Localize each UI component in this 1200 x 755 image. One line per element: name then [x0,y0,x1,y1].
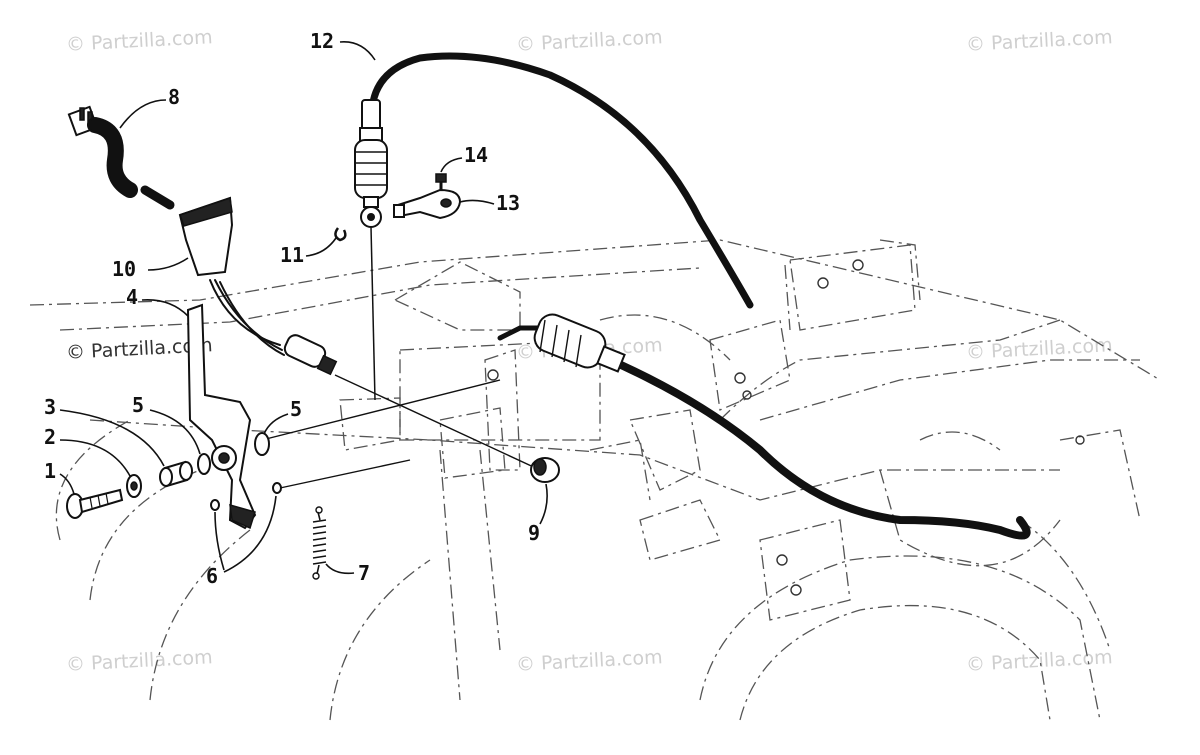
callout-7: 7 [358,561,370,585]
frame-holes [487,259,1085,596]
callout-14: 14 [464,143,488,167]
chassis-frame [29,239,1161,721]
part-1-bolt [66,488,124,519]
callout-12: 12 [310,29,334,53]
callout-6: 6 [206,564,218,588]
callout-9: 9 [528,521,540,545]
part-2-washer [126,474,142,498]
callout-2: 2 [44,425,56,449]
callout-4: 4 [126,285,138,309]
callout-8: 8 [168,85,180,109]
callout-10: 10 [112,257,136,281]
callout-13: 13 [496,191,520,215]
part-3-bushing [159,460,193,488]
callout-11: 11 [280,243,304,267]
pivot-axis-line [257,374,541,489]
part-brake-switch [209,279,338,376]
callout-5a: 5 [132,393,144,417]
callout-1: 1 [44,459,56,483]
part-10-boot [178,196,234,277]
callout-3: 3 [44,395,56,419]
part-12-brake-cable-lower [497,313,1031,540]
callouts: 1 2 3 4 5 5 6 7 8 9 10 11 12 13 14 [44,29,548,588]
part-4-brake-lever [186,303,257,530]
callout-5b: 5 [290,397,302,421]
part-9-cap [530,457,560,483]
part-13-bracket [393,188,462,220]
part-5-o-ring-right [254,432,270,456]
part-14-screw [435,173,447,190]
part-6-e-clips [210,482,282,511]
part-5-o-ring-left [197,453,211,475]
part-11-clip [334,227,347,242]
part-8-wiring-harness [67,105,175,210]
part-7-spring [312,506,327,580]
part-12-brake-cable-upper [354,52,754,401]
